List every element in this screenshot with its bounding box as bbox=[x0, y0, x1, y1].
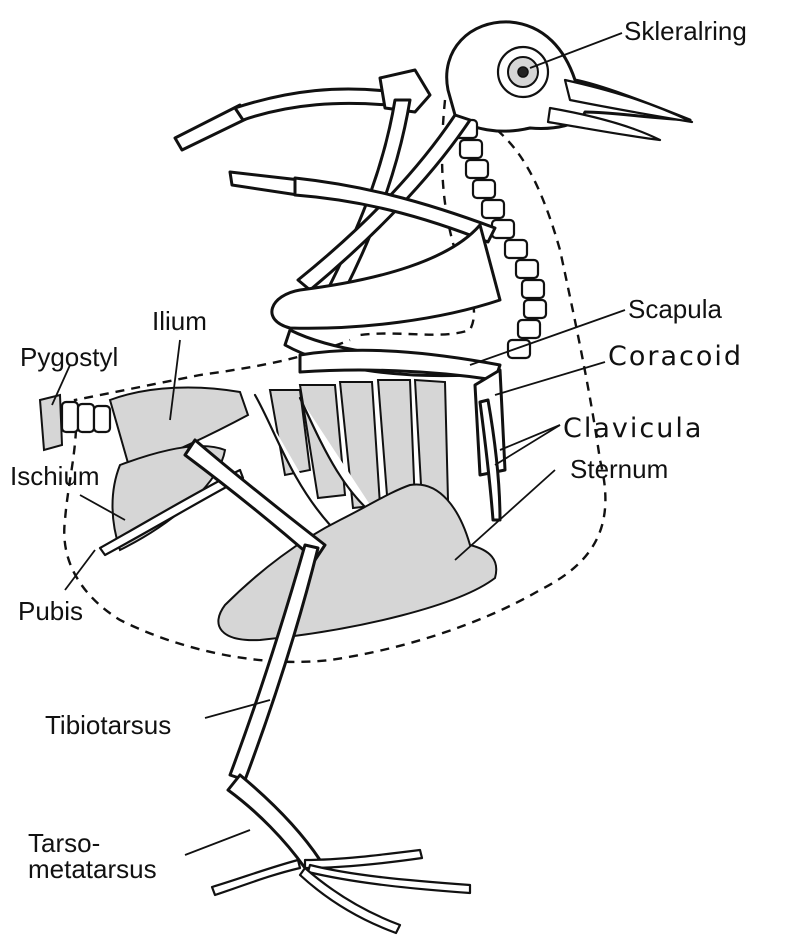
wing-lower bbox=[230, 172, 500, 376]
label-ilium: Ilium bbox=[152, 306, 207, 336]
scleral-ring-center bbox=[518, 67, 528, 77]
tarsometatarsus bbox=[228, 775, 320, 868]
label-sternum: Sternum bbox=[570, 454, 668, 484]
label-tarso-line2: metatarsus bbox=[28, 854, 157, 884]
label-tibiotarsus: Tibiotarsus bbox=[45, 710, 171, 740]
label-ischium: Ischium bbox=[10, 461, 100, 491]
label-skleralring: Skleralring bbox=[624, 16, 747, 46]
tail-vertebrae bbox=[40, 395, 110, 450]
label-scapula: Scapula bbox=[628, 294, 722, 324]
label-pubis: Pubis bbox=[18, 596, 83, 626]
label-clavicula: Clavicula bbox=[563, 413, 703, 444]
pygostyl bbox=[40, 395, 62, 450]
label-coracoid: Coracoid bbox=[608, 341, 743, 372]
label-pygostyl: Pygostyl bbox=[20, 342, 118, 372]
